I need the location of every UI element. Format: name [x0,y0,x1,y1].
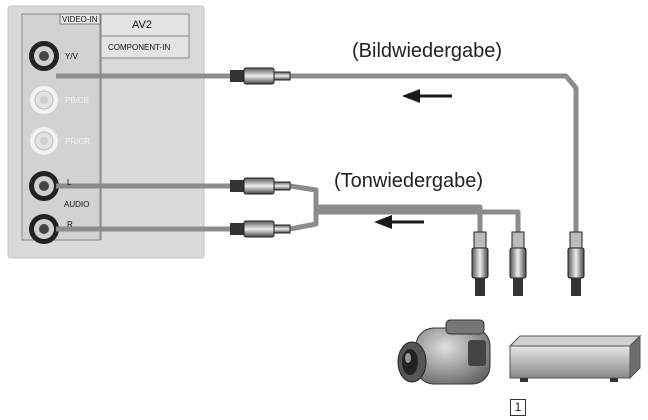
audio-playback-label: (Tonwiedergabe) [334,170,483,192]
audio-cables [56,183,521,232]
jack-pb-cb [30,86,58,114]
vertical-plug-audio-2 [509,231,527,296]
jack-y-v-label: Y/V [65,52,78,61]
jack-audio-l[interactable] [29,171,59,201]
jack-y-v[interactable] [29,41,59,71]
vertical-plug-audio-1 [471,231,489,296]
video-plug [230,67,291,85]
jack-audio-l-label: L [67,178,72,187]
audio-plug-r [230,220,291,238]
jack-pr-cr-label: PR/CR [65,137,90,146]
audio-label: AUDIO [64,200,90,209]
tv-input-panel [7,5,205,259]
video-signal-arrow [402,89,452,103]
audio-signal-arrow [374,215,424,229]
audio-plug-l [230,177,291,195]
jack-audio-r[interactable] [29,214,59,244]
camcorder-icon [397,319,491,385]
input-name-label: AV2 [132,19,152,31]
jack-pb-cb-label: PB/CB [65,96,90,105]
video-cable [56,73,579,232]
component-label: COMPONENT-IN [108,43,171,52]
external-device-icon [508,334,642,382]
jack-pr-cr [30,127,58,155]
jack-audio-r-label: R [67,220,73,229]
video-playback-label: (Bildwiedergabe) [352,40,503,62]
video-in-label: VIDEO-IN [62,15,98,24]
device-number-badge: 1 [510,399,526,416]
vertical-plug-video [567,231,585,296]
